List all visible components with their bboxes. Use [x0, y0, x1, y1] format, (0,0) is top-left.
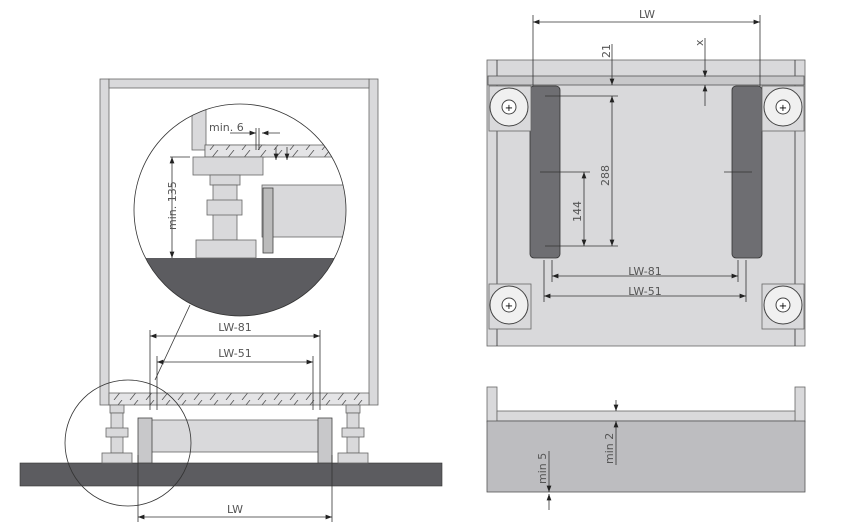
- side-dim-lw: LW: [227, 503, 243, 516]
- top-dim-288: 288: [599, 165, 612, 186]
- top-dim-lw: LW: [639, 8, 655, 21]
- top-dim-21: 21: [600, 44, 613, 58]
- min-height-label: min. 135: [166, 181, 179, 230]
- cabinet-bottom-shelf: [108, 392, 370, 406]
- front-dim-min-5: min 5: [536, 453, 549, 484]
- cabinet-top-panel: [108, 78, 370, 89]
- foot-bottom-left: +: [488, 283, 532, 330]
- top-dim-lw-81: LW-81: [628, 265, 662, 278]
- side-dim-lw-81: LW-81: [218, 321, 252, 334]
- top-dim-lw-51: LW-51: [628, 285, 662, 298]
- front-rail: [487, 75, 805, 86]
- front-view: min 2 min 5: [486, 386, 806, 510]
- detail-magnified-view: min. 135 min. 6: [133, 103, 347, 317]
- floor-slab: [19, 462, 443, 487]
- foot-top-right: +: [761, 85, 805, 132]
- top-dim-144: 144: [571, 201, 584, 222]
- svg-text:+: +: [505, 103, 513, 114]
- detail-callout-circle: [64, 379, 192, 507]
- side-view: min. 135 min. 6 LW-81 LW-51 LW: [19, 78, 443, 522]
- foot-bottom-right: +: [761, 283, 805, 330]
- cabinet-right-panel: [368, 78, 379, 406]
- front-dim-min-2: min 2: [603, 433, 616, 464]
- cabinet-left-panel: [99, 78, 110, 406]
- svg-text:+: +: [779, 301, 787, 312]
- svg-text:+: +: [505, 301, 513, 312]
- top-view: + + + + LW 21 x 288 144 LW-81 LW-51: [486, 8, 806, 347]
- foot-top-left: +: [488, 85, 532, 132]
- top-dim-x: x: [693, 39, 706, 46]
- plinth-drawer: [137, 417, 333, 464]
- drawer-front: [486, 420, 806, 493]
- svg-text:+: +: [779, 103, 787, 114]
- leveling-leg-left: [101, 404, 133, 464]
- min-gap-label: min. 6: [209, 121, 244, 134]
- side-dim-lw-51: LW-51: [218, 347, 252, 360]
- leveling-leg-right: [337, 404, 369, 464]
